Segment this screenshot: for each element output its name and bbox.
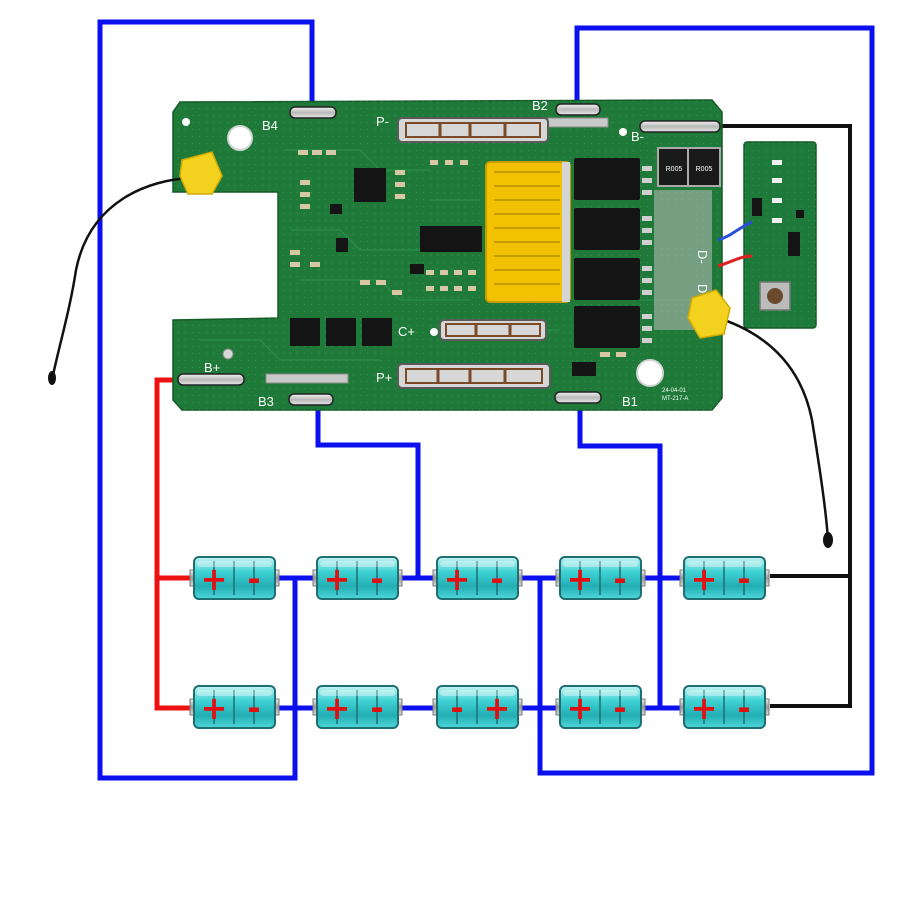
- label-b1: B1: [622, 394, 638, 409]
- pad-b-minus: [639, 120, 721, 133]
- mount-hole: [636, 359, 664, 387]
- wire-b2: [537, 25, 875, 776]
- cell-polarity-right: -: [613, 560, 626, 598]
- cell-highlight: [320, 690, 395, 696]
- via: [222, 348, 234, 360]
- pad-b-plus: [177, 373, 245, 386]
- thermistor-left: [48, 151, 223, 385]
- cell-highlight: [563, 690, 638, 696]
- label-b4: B4: [262, 118, 278, 133]
- pad-b3: [288, 393, 334, 406]
- via: [430, 328, 438, 336]
- label-b3: B3: [258, 394, 274, 409]
- label-b-plus: B+: [204, 360, 220, 375]
- cell-highlight: [440, 690, 515, 696]
- cell-row-bottom: +-+--++-+-: [189, 685, 770, 729]
- cell-polarity-right: -: [613, 689, 626, 727]
- cell-polarity-left: +: [201, 689, 228, 727]
- cell-highlight: [320, 561, 395, 567]
- battery-terminal-connector: [485, 161, 571, 303]
- cell-polarity-left: -: [450, 689, 463, 727]
- thermistor-bead-icon: [48, 371, 56, 385]
- battery-cell: +-: [679, 685, 770, 729]
- cell-highlight: [563, 561, 638, 567]
- cell-polarity-right: +: [484, 689, 511, 727]
- mosfet-array: [574, 158, 712, 348]
- led-board-button-icon: [759, 281, 791, 311]
- label-c-plus: C+: [398, 324, 415, 339]
- cell-polarity-left: +: [691, 689, 718, 727]
- pad-p-plus: [397, 363, 551, 389]
- negative-wire: [718, 124, 852, 708]
- cell-polarity-right: -: [737, 689, 750, 727]
- cell-polarity-left: +: [201, 560, 228, 598]
- cell-highlight: [440, 561, 515, 567]
- battery-cell: +-: [555, 556, 646, 600]
- cell-polarity-left: +: [691, 560, 718, 598]
- battery-cell: +-: [555, 685, 646, 729]
- battery-cell: +-: [312, 685, 403, 729]
- cell-row-top: +-+-+-+-+-: [189, 556, 770, 600]
- pad-strip: [265, 373, 349, 384]
- battery-cell: +-: [189, 556, 280, 600]
- pad-b2: [555, 103, 601, 116]
- battery-cell: -+: [432, 685, 523, 729]
- cell-polarity-left: +: [567, 560, 594, 598]
- date-code: 24-04-01: [662, 388, 687, 394]
- cell-polarity-right: -: [370, 560, 383, 598]
- wire-b4: [97, 19, 315, 781]
- pad-strip: [547, 117, 609, 128]
- battery-cell: +-: [432, 556, 523, 600]
- wire-b1: [577, 396, 663, 708]
- label-p-plus: P+: [376, 370, 392, 385]
- mount-hole: [227, 125, 253, 151]
- label-b-minus: B-: [631, 129, 644, 144]
- smd-components: [290, 150, 626, 357]
- label-d-minus: D-: [695, 250, 710, 264]
- led-board-wire-red: [717, 254, 753, 268]
- cell-polarity-right: -: [737, 560, 750, 598]
- thermistor-bead-icon: [823, 532, 833, 548]
- cell-polarity-right: -: [490, 560, 503, 598]
- shunt-resistor: R005: [687, 147, 721, 187]
- led-icons: [772, 160, 782, 223]
- ic-chips: [290, 168, 596, 376]
- via: [619, 128, 627, 136]
- shunt-resistor: R005: [657, 147, 691, 187]
- cell-highlight: [687, 690, 762, 696]
- led-board-wire-blue: [717, 220, 753, 242]
- svg-text:R005: R005: [696, 166, 713, 173]
- label-b2: B2: [532, 98, 548, 113]
- cell-highlight: [197, 690, 272, 696]
- pad-b4: [289, 106, 337, 119]
- cell-highlight: [197, 561, 272, 567]
- bms-board: R005 R005: [172, 98, 723, 411]
- pad-p-minus: [397, 117, 549, 143]
- thermistor-connector-icon: [179, 151, 223, 195]
- cell-polarity-right: -: [247, 560, 260, 598]
- balance-wires: [97, 19, 875, 781]
- cell-polarity-left: +: [324, 689, 351, 727]
- battery-cell: +-: [312, 556, 403, 600]
- cell-highlight: [687, 561, 762, 567]
- led-indicator-board: [717, 141, 817, 329]
- thermistor-connector-icon: [687, 289, 731, 339]
- pad-c-plus: [439, 319, 547, 341]
- cell-polarity-right: -: [247, 689, 260, 727]
- positive-wire: [154, 377, 194, 711]
- cell-polarity-left: +: [324, 560, 351, 598]
- battery-cell: +-: [679, 556, 770, 600]
- cell-polarity-left: +: [567, 689, 594, 727]
- model-number: MT-217-A: [662, 396, 688, 402]
- wire-b3: [315, 398, 421, 578]
- cell-polarity-left: +: [444, 560, 471, 598]
- label-p-minus: P-: [376, 114, 389, 129]
- svg-text:R005: R005: [666, 166, 683, 173]
- thermistor-right: [687, 289, 833, 548]
- pad-b1: [554, 391, 602, 404]
- cell-polarity-right: -: [370, 689, 383, 727]
- battery-cell: +-: [189, 685, 280, 729]
- via: [182, 118, 190, 126]
